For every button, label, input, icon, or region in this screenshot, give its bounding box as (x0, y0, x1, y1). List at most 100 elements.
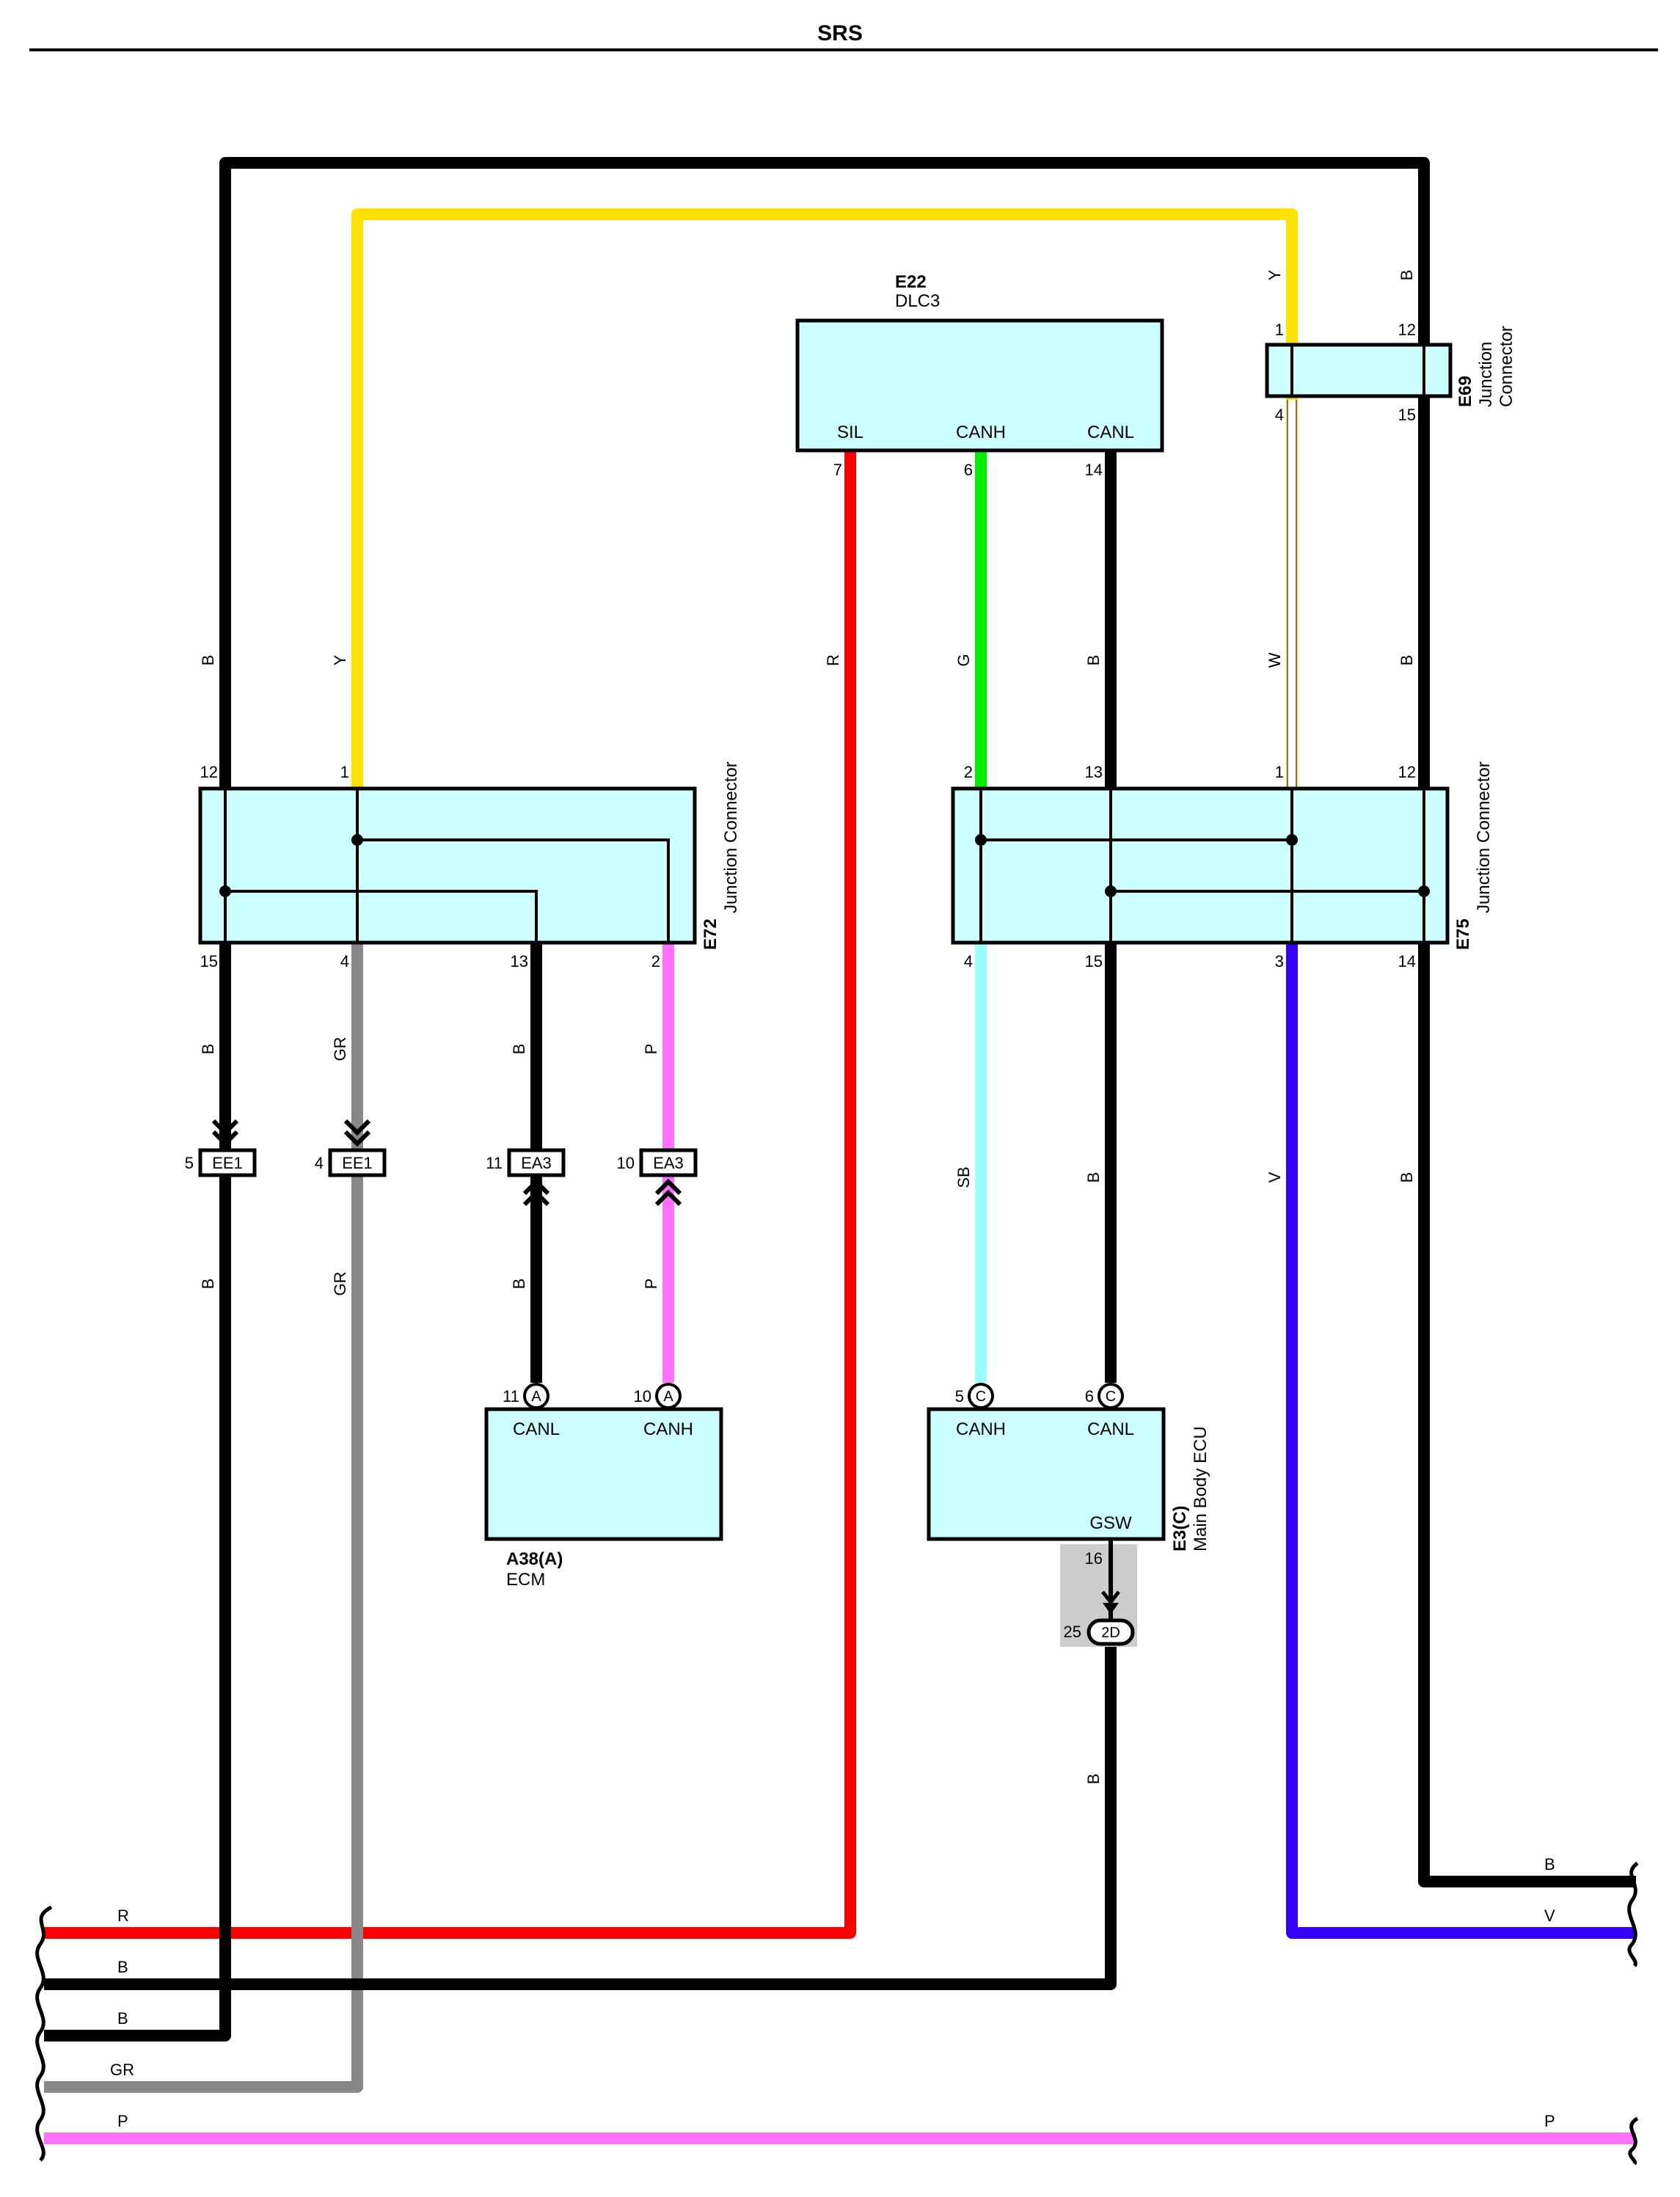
e72-id: E72 (701, 918, 720, 950)
wire-label: R (824, 654, 842, 666)
e75-pin-12: 12 (1398, 763, 1416, 781)
inline-connector-ee1-5: EE1 5 (185, 1119, 257, 1177)
wires (44, 157, 1636, 2144)
e3-pin-6: 6 (1085, 1387, 1094, 1405)
connector-e72: 12 1 15 4 13 2 E72 Junction Connector (198, 761, 741, 970)
e3-id: E3(C) (1170, 1505, 1190, 1551)
e3-name: Main Body ECU (1191, 1426, 1210, 1551)
wire-label: GR (331, 1272, 349, 1296)
svg-text:11: 11 (486, 1154, 503, 1172)
e75-id: E75 (1453, 918, 1473, 950)
e22-terminal-canh: CANH (956, 423, 1006, 442)
e72-pin-2: 2 (651, 952, 660, 970)
inline-connector-ea3-10: EA3 10 (617, 1148, 698, 1207)
wire-top-yellow-loop (351, 208, 1298, 789)
e69-pin-15: 15 (1398, 406, 1416, 424)
e75-pin-15: 15 (1085, 952, 1103, 970)
e3-terminal-canl: CANL (1087, 1419, 1134, 1439)
inline-connector-ee1-4: EE1 4 (315, 1119, 387, 1177)
e75-name: Junction Connector (1474, 761, 1494, 913)
right-edge-label-b: B (1544, 1855, 1555, 1874)
wire-e75-v (1286, 943, 1636, 1939)
e22-terminal-canl: CANL (1087, 423, 1134, 442)
a38-terminal-canl: CANL (513, 1419, 560, 1439)
junction-2d: 2D 25 (1064, 1618, 1135, 1646)
svg-text:25: 25 (1064, 1623, 1081, 1641)
svg-text:EE1: EE1 (212, 1154, 243, 1172)
inline-connector-ea3-11: EA3 11 (486, 1148, 566, 1207)
svg-text:2D: 2D (1101, 1625, 1120, 1641)
wire-label: B (199, 1044, 217, 1055)
e69-pin-1: 1 (1275, 321, 1284, 339)
e22-pin-14: 14 (1085, 461, 1103, 479)
wire-label: P (642, 1044, 660, 1055)
wire-label: B (1398, 270, 1416, 281)
svg-text:A: A (531, 1389, 541, 1405)
wire-label: GR (331, 1037, 349, 1061)
wire-label: Y (1266, 269, 1284, 280)
wire-label: B (1398, 1172, 1416, 1183)
svg-text:EA3: EA3 (521, 1154, 552, 1172)
wire-label: Y (331, 654, 349, 665)
left-edge-label-p: P (117, 2112, 128, 2130)
wire-label: B (199, 1279, 217, 1290)
e69-pin-4: 4 (1275, 406, 1284, 424)
inline-connectors: EE1 5 EE1 4 EA3 11 EA3 10 (185, 1119, 698, 1207)
e72-name: Junction Connector (721, 761, 741, 913)
svg-text:5: 5 (185, 1154, 194, 1172)
e69-id: E69 (1456, 376, 1475, 407)
wire-label: B (510, 1044, 528, 1055)
e3-pin-5: 5 (955, 1387, 964, 1405)
connector-e75: 2 13 1 12 4 15 3 14 E75 Junction Connect… (951, 761, 1494, 970)
left-edge-label-b2: B (117, 2009, 128, 2028)
e3-terminal-canh: CANH (956, 1419, 1006, 1439)
wire-label: B (1084, 655, 1103, 666)
wire-label: W (1266, 652, 1284, 668)
connector-e69: 1 12 4 15 E69 Junction Connector (1265, 321, 1516, 424)
e75-pin-14: 14 (1398, 952, 1416, 970)
e22-pin-6: 6 (964, 461, 973, 479)
wire-label: P (642, 1279, 660, 1290)
wire-top-black-loop (219, 157, 1430, 789)
edge-labels: R B B GR P B V P (110, 1855, 1555, 2130)
e72-pin-12: 12 (200, 763, 218, 781)
a38-terminal-canh: CANH (643, 1419, 693, 1439)
e3-terminal-gsw: GSW (1089, 1513, 1132, 1533)
svg-text:10: 10 (617, 1154, 635, 1172)
e3-pin-16: 16 (1085, 1549, 1103, 1568)
connector-e22-dlc3: E22 DLC3 SIL CANH CANL 7 6 14 (795, 272, 1164, 479)
left-edge-label-b1: B (117, 1958, 128, 1976)
e75-pin-2: 2 (964, 763, 973, 781)
wire-gsw-b (44, 1647, 1117, 1990)
e75-pin-3: 3 (1275, 952, 1284, 970)
svg-text:C: C (1106, 1389, 1116, 1405)
wire-label: G (954, 654, 973, 666)
svg-text:A: A (663, 1389, 673, 1405)
wire-sil-red (44, 451, 856, 1939)
e22-id: E22 (895, 272, 927, 292)
svg-text:EA3: EA3 (653, 1154, 684, 1172)
wire-e72-b-left (44, 943, 231, 2041)
left-edge-label-r: R (117, 1907, 129, 1925)
e72-pin-13: 13 (511, 952, 528, 970)
right-edge-label-p: P (1544, 2112, 1555, 2130)
a38-pin-11: 11 (503, 1387, 519, 1405)
e69-pin-12: 12 (1398, 321, 1416, 339)
e75-pin-13: 13 (1085, 763, 1103, 781)
a38-pin-10: 10 (634, 1387, 651, 1405)
a38-name: ECM (506, 1570, 545, 1590)
wire-label: SB (954, 1166, 973, 1188)
wire-label: B (510, 1279, 528, 1290)
right-edge-label-v: V (1544, 1907, 1555, 1925)
wire-label: B (199, 655, 217, 666)
e22-pin-7: 7 (833, 461, 842, 479)
a38-id: A38(A) (506, 1549, 563, 1569)
component-e3-main-body-ecu: C C 5 6 CANH CANL GSW 16 E3(C) Main Body… (927, 1383, 1210, 1647)
e22-name: DLC3 (895, 291, 940, 311)
page-title: SRS (817, 21, 863, 45)
svg-text:4: 4 (315, 1154, 324, 1172)
e72-pin-15: 15 (200, 952, 218, 970)
e75-pin-1: 1 (1275, 763, 1284, 781)
e75-pin-4: 4 (964, 952, 973, 970)
